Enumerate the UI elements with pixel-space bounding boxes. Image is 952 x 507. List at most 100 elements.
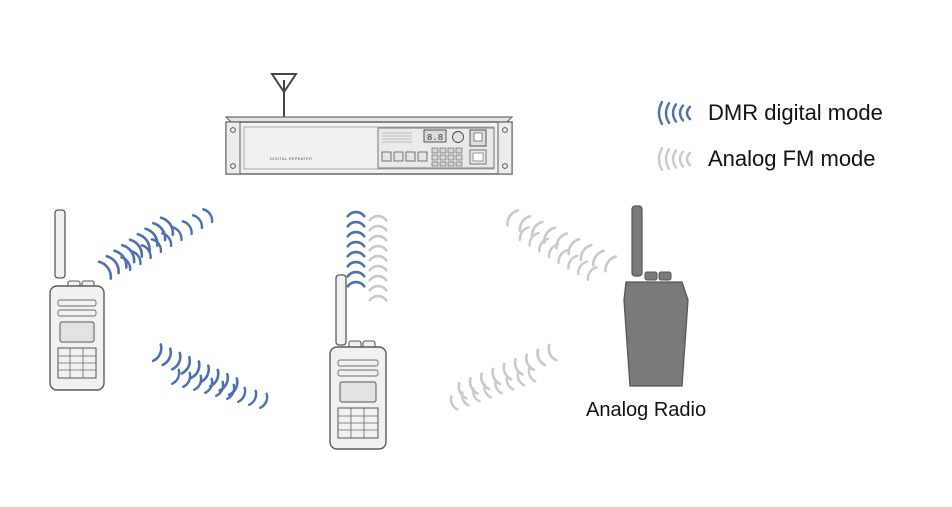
signal-arc: [530, 220, 544, 239]
signal-arc: [140, 244, 152, 260]
signal-arc: [171, 226, 183, 242]
signal-arc: [259, 392, 269, 409]
signal-arc: [226, 383, 236, 400]
signal-arc: [215, 380, 225, 397]
signal-arc: [368, 214, 388, 222]
signal-arc: [494, 379, 504, 395]
signal-arc: [151, 343, 163, 363]
legend-arc: [678, 150, 685, 168]
legend-arc: [671, 103, 678, 123]
radio-wave-icon: [657, 146, 692, 172]
signal-arc: [518, 215, 532, 233]
signal-arc: [479, 372, 491, 391]
signal-arc: [105, 254, 120, 275]
signal-waves: [97, 208, 618, 411]
legend-arc: [678, 104, 685, 122]
signal-arc: [152, 221, 167, 242]
signal-arc: [204, 377, 214, 394]
signal-arc: [586, 266, 598, 282]
signal-arc: [449, 395, 459, 411]
repeater-device: DIGITAL REPEATER 8.8: [224, 73, 514, 175]
legend-arc: [657, 146, 664, 172]
signal-arc: [368, 274, 388, 282]
signal-arc: [159, 216, 175, 236]
legend-arc: [685, 151, 692, 167]
signal-arc: [604, 255, 618, 273]
legend-label-dmr: DMR digital mode: [708, 100, 883, 125]
signal-arc: [506, 209, 520, 227]
signal-arc: [193, 374, 203, 391]
signal-arc: [576, 260, 589, 276]
signal-arc: [128, 238, 144, 258]
signal-arc: [150, 238, 163, 254]
signal-arc: [368, 294, 388, 302]
signal-arc: [346, 230, 366, 238]
signal-arc: [170, 351, 182, 371]
signal-arc: [538, 237, 550, 253]
signal-arc: [368, 264, 388, 272]
signal-arc: [346, 220, 366, 228]
signal-arc: [502, 362, 513, 381]
signal-arc: [346, 270, 366, 278]
legend-arc: [664, 148, 671, 170]
signal-arc: [202, 208, 214, 224]
signal-arc: [368, 284, 388, 292]
signal-arc: [547, 343, 558, 362]
signal-arc: [346, 250, 366, 258]
signal-arc: [368, 224, 388, 232]
signal-arc: [227, 377, 239, 397]
signal-arc: [346, 210, 366, 218]
signal-arc: [189, 360, 201, 380]
legend-arc: [664, 102, 671, 124]
signal-arc: [524, 353, 536, 372]
signal-arc: [346, 240, 366, 248]
signal-arc: [472, 387, 481, 403]
signal-arc: [460, 391, 470, 407]
signal-arc: [136, 232, 151, 253]
signal-arc: [527, 367, 537, 383]
signal-arc: [368, 244, 388, 252]
signal-arc: [557, 248, 569, 264]
signal-arc: [191, 214, 204, 230]
analog-radio: [623, 205, 689, 387]
panel-caption: DIGITAL REPEATER: [270, 156, 312, 161]
signal-arc: [182, 371, 192, 388]
signal-arc: [130, 250, 142, 266]
signal-arc: [457, 381, 468, 400]
signal-arc: [505, 375, 515, 391]
signal-arc: [181, 220, 193, 236]
signal-arc: [579, 243, 593, 262]
antenna-icon: [270, 73, 298, 117]
signal-arc: [161, 347, 173, 367]
radio-wave-icon: [657, 100, 692, 126]
signal-arc: [491, 367, 502, 386]
signal-arc: [483, 383, 492, 399]
signal-arc: [516, 371, 526, 387]
volume-knob-icon: [452, 131, 464, 143]
dmr-radio-center: [329, 274, 387, 450]
signal-arc: [528, 231, 540, 247]
analog-radio-label: Analog Radio: [586, 399, 707, 421]
signal-arc: [591, 249, 605, 267]
legend-arc: [671, 149, 678, 169]
signal-arc: [161, 232, 173, 248]
signal-arc: [518, 226, 530, 242]
signal-arc: [346, 280, 366, 288]
signal-arc: [513, 358, 524, 376]
signal-arc: [468, 377, 479, 395]
signal-arc: [567, 238, 581, 256]
dmr-radio-left: [49, 209, 105, 391]
signal-arc: [547, 243, 560, 259]
repeater-display: 8.8: [423, 129, 447, 143]
signal-arc: [555, 232, 569, 250]
signal-arc: [237, 386, 247, 403]
signal-arc: [368, 254, 388, 262]
svg-text:8.8: 8.8: [427, 133, 443, 143]
signal-arc: [346, 260, 366, 268]
signal-arc: [536, 348, 547, 367]
signal-arc: [97, 260, 113, 280]
signal-arc: [180, 355, 192, 375]
legend-arc: [685, 105, 692, 121]
